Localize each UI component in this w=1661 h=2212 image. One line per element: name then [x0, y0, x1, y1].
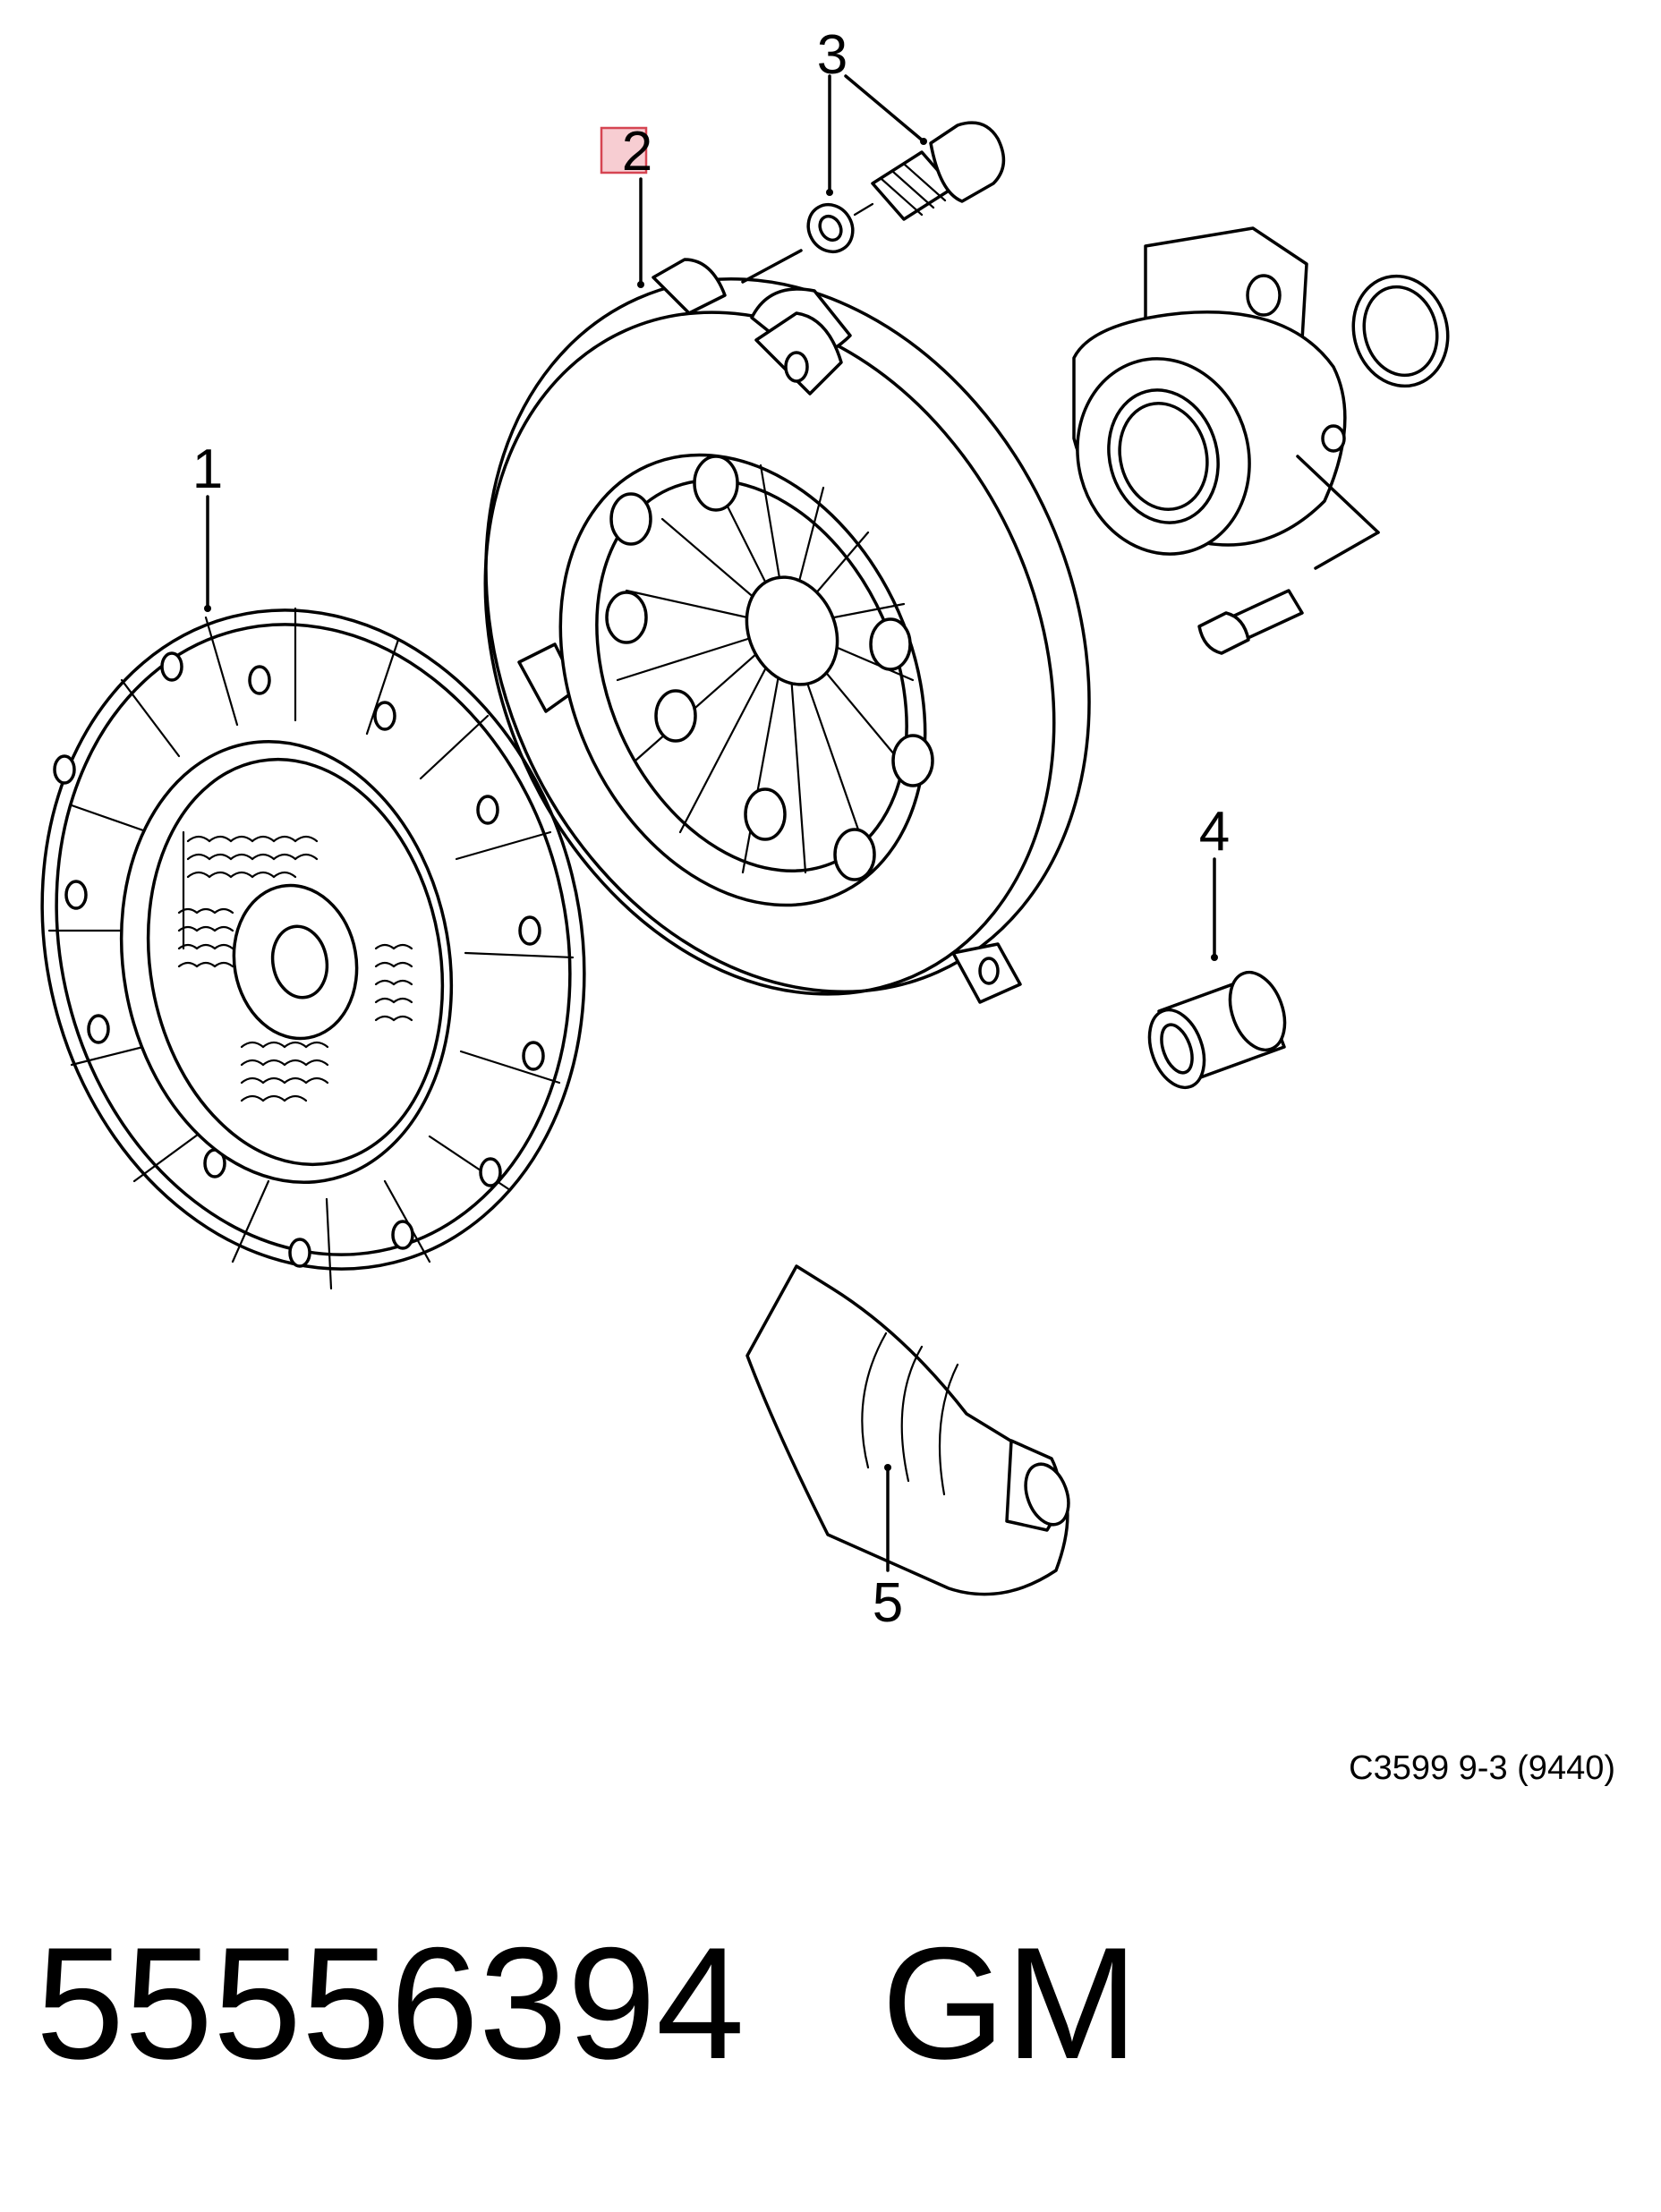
- release-bearing: [1072, 226, 1450, 655]
- callout-3[interactable]: 3: [817, 24, 848, 86]
- callout-1[interactable]: 1: [192, 438, 223, 500]
- pilot-bushing: [1147, 970, 1287, 1090]
- leader-lines: [204, 74, 1218, 1572]
- callout-5[interactable]: 5: [873, 1572, 903, 1634]
- callout-2-highlight: [600, 126, 648, 174]
- diagram-reference: C3599 9-3 (9440): [1349, 1749, 1615, 1787]
- clutch-disc: [40, 607, 586, 1290]
- callout-2[interactable]: 2: [622, 121, 652, 183]
- bolt-and-washer: [741, 121, 1006, 284]
- manufacturer: GM: [882, 1914, 1138, 2092]
- part-number: 55556394: [36, 1914, 745, 2092]
- callout-4[interactable]: 4: [1199, 801, 1230, 863]
- pressure-plate: [483, 258, 1091, 1004]
- grease-tube: [745, 1264, 1070, 1596]
